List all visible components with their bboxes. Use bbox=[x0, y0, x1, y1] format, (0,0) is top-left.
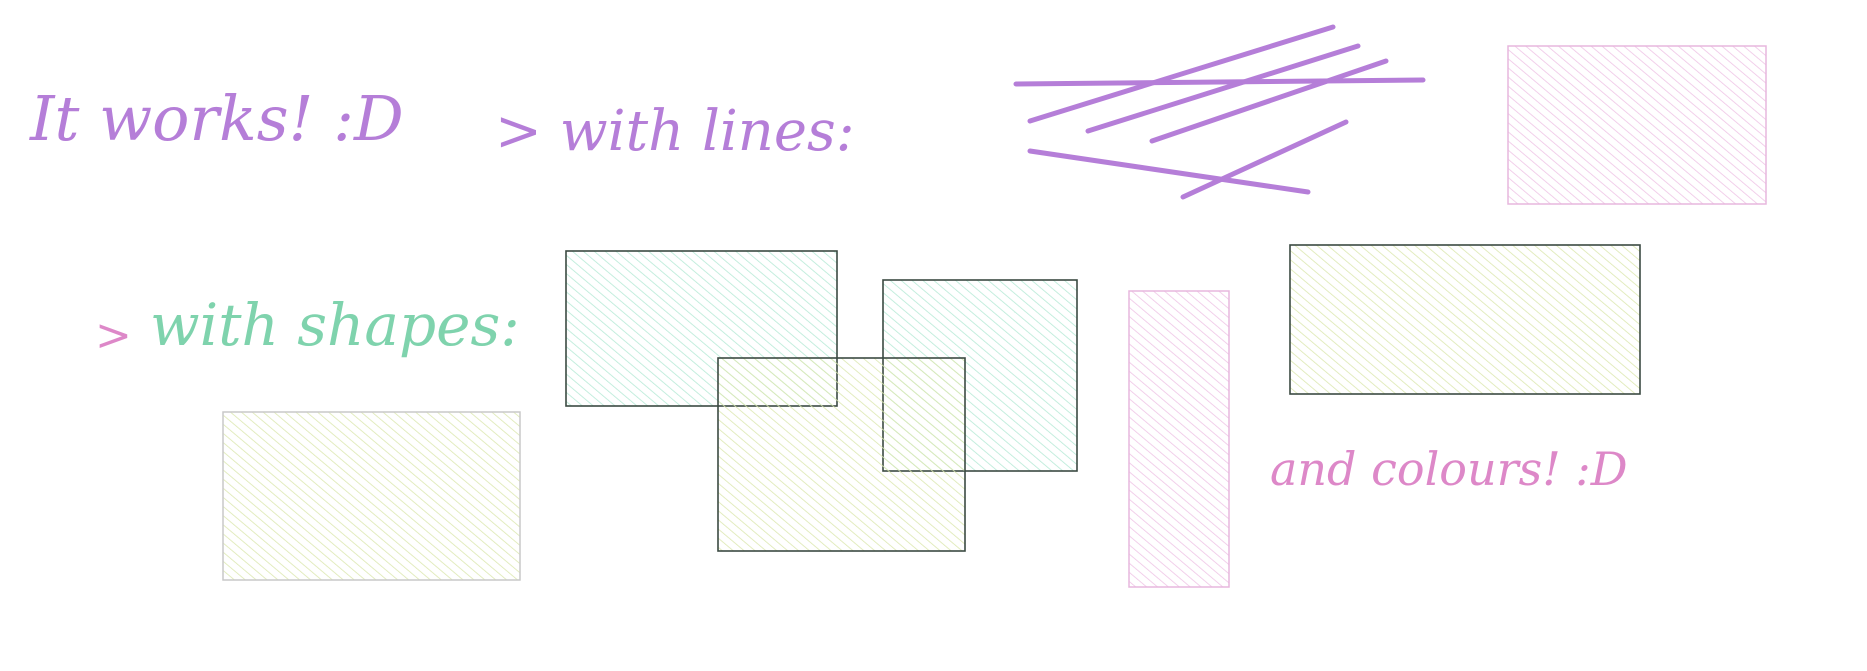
olive-rectangle-right[interactable] bbox=[1289, 244, 1641, 395]
pink-rectangle-top-right[interactable] bbox=[1507, 45, 1767, 205]
sketch-line bbox=[1085, 43, 1361, 134]
with-shapes-arrow: > bbox=[95, 310, 132, 361]
sketch-lines-group bbox=[1013, 24, 1426, 200]
it-works-text: It works! :D bbox=[29, 82, 404, 155]
and-colours-text: and colours! :D bbox=[1270, 442, 1628, 496]
with-lines-text: > with lines: bbox=[495, 99, 855, 164]
sketch-line bbox=[1149, 58, 1389, 144]
sketch-line bbox=[1013, 77, 1426, 87]
olive-rectangle-left[interactable] bbox=[222, 411, 521, 581]
sketch-line bbox=[1027, 148, 1311, 195]
pink-rectangle-vertical[interactable] bbox=[1128, 290, 1230, 588]
with-shapes-text: with shapes: bbox=[150, 291, 520, 359]
sketch-line bbox=[1180, 119, 1349, 200]
sketch-line bbox=[1027, 24, 1336, 124]
olive-rectangle-center[interactable] bbox=[717, 357, 966, 552]
